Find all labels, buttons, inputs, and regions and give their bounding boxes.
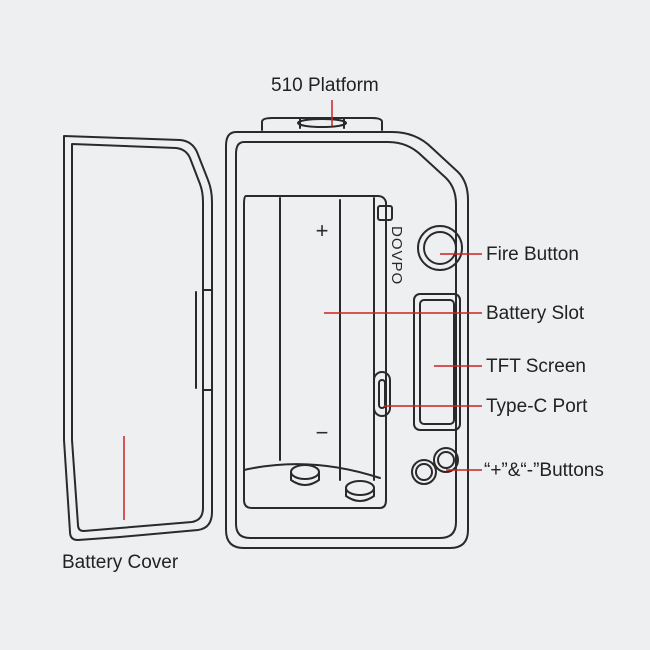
label-510-platform: 510 Platform <box>271 75 379 96</box>
battery-plus-sign: + <box>316 218 329 243</box>
label-plus-minus-buttons: “+”&“-”Buttons <box>484 460 604 481</box>
fire-button-graphic <box>417 225 463 271</box>
label-battery-slot: Battery Slot <box>486 303 585 324</box>
label-fire-button: Fire Button <box>486 244 579 265</box>
battery-minus-sign: − <box>316 420 329 445</box>
type-c-port-graphic <box>373 371 391 417</box>
tft-screen-graphic <box>413 293 461 431</box>
label-type-c-port: Type-C Port <box>486 396 588 417</box>
battery-cover-panel <box>63 135 213 541</box>
label-battery-cover: Battery Cover <box>62 552 179 573</box>
brand-logo-text: DOVPO <box>388 226 405 285</box>
label-tft-screen: TFT Screen <box>486 356 586 377</box>
plus-minus-buttons-graphic <box>411 447 459 485</box>
device-body <box>225 117 469 549</box>
leader-lines <box>123 100 482 520</box>
